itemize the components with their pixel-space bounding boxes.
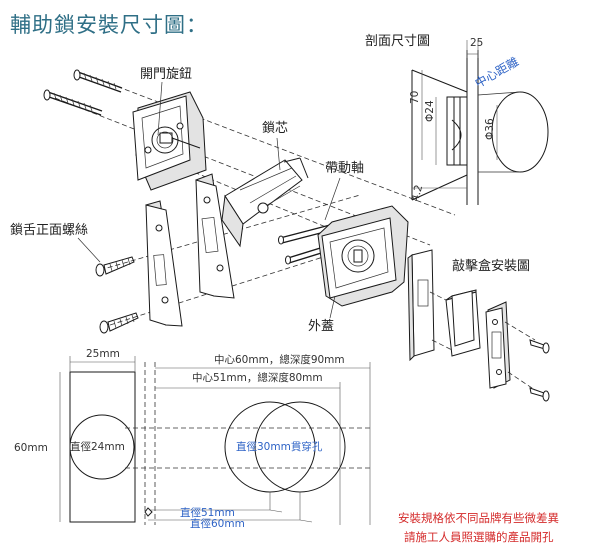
dim-dia60: 直徑60mm [190,517,245,530]
strike-screw-2 [529,387,550,402]
dim-dia51: 直徑51mm [180,506,235,519]
latch-screw-2 [99,312,139,334]
dim-phi24: Φ24 [424,100,436,122]
dim-center60: 中心60mm，總深度90mm [214,353,345,366]
note-line-1: 安裝規格依不同品牌有些微差異 [398,511,559,525]
latch-faceplate [145,200,183,327]
exploded-view: 開門旋鈕 鎖芯 [10,67,456,334]
dim-phi36: Φ36 [484,118,496,140]
strike-box-view: 敲擊盒安裝圖 [407,249,550,402]
thumb-turn-assembly [132,91,207,191]
label-section-view: 剖面尺寸圖 [365,34,430,49]
note-line-2: 請施工人員照選購的產品開孔 [404,530,554,544]
strike-screw-1 [529,339,550,354]
label-drive-shaft: 帶動軸 [325,161,364,176]
dim-25: 25 [470,37,483,49]
label-latch-screws: 鎖舌正面螺絲 [10,222,88,238]
label-strike-box: 敲擊盒安裝圖 [452,258,530,274]
dim-60mm: 60mm [14,442,48,454]
label-thumb-turn: 開門旋鈕 [140,67,192,82]
latch-screw-1 [95,256,135,277]
label-cylinder: 鎖芯 [262,120,288,136]
dim-4-2: 4.2 [409,184,425,203]
section-view: 剖面尺寸圖 25 70 Φ24 4.2 Φ36 中心距離 [365,34,549,205]
dim-70: 70 [409,91,421,104]
mounting-screw-top-2 [43,89,103,116]
label-center-distance: 中心距離 [472,54,521,91]
label-outer-cover: 外蓋 [308,319,334,334]
latch-body [195,173,235,299]
dim-center51: 中心51mm，總深度80mm [192,371,323,384]
latch-bolt [221,157,309,248]
dim-25mm: 25mm [86,348,120,360]
mounting-screw-top-1 [73,69,123,93]
dim-dia30: 直徑30mm貫穿孔 [236,440,323,453]
page-title: 輔助鎖安裝尺寸圖： [10,13,208,37]
dim-dia24: 直徑24mm [70,440,125,453]
outer-cover [317,205,409,307]
bottom-dimension-drawing: 25mm 60mm 直徑24mm 直徑30mm貫穿孔 中心60mm，總深度90m… [14,348,371,530]
